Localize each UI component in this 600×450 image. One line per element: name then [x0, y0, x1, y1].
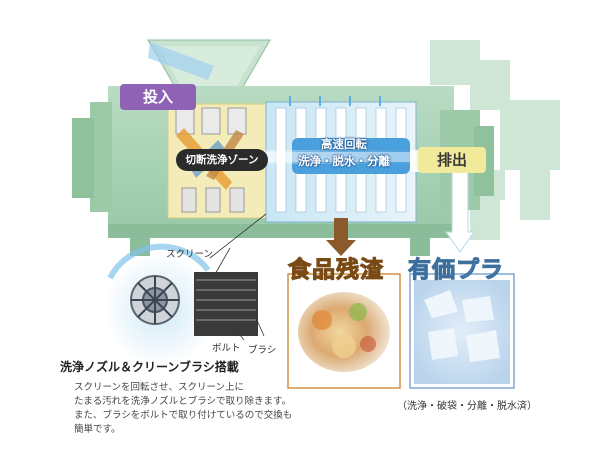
food-residue-title: 食品残渣 — [288, 257, 384, 284]
screen-label: スクリーン — [166, 249, 214, 260]
high-speed-label-line1: 高速回転 — [321, 137, 367, 151]
feature-description-line: たまる汚れを洗浄ノズルとブラシで取り除きます。 — [74, 396, 292, 407]
output-label: 排出 — [418, 147, 486, 173]
bolt-label: ボルト — [212, 343, 241, 354]
input-label: 投入 — [120, 84, 196, 110]
feature-description-line: 簡単です。 — [74, 424, 121, 435]
screen-detail-group — [104, 213, 267, 366]
brush-label: ブラシ — [248, 345, 277, 356]
feature-description-line: また、ブラシをボルトで取り付けているので交換も — [74, 410, 293, 421]
plastic-box — [409, 273, 515, 389]
hopper — [147, 39, 271, 93]
high-speed-label-line2: 洗浄・脱水・分離 — [298, 154, 390, 168]
residue-arrow — [326, 218, 356, 256]
feature-description-line: スクリーンを回転させ、スクリーン上に — [74, 382, 245, 393]
feature-description: スクリーンを回転させ、スクリーン上に たまる汚れを洗浄ノズルとブラシで取り除きま… — [74, 381, 334, 437]
feature-title: 洗浄ノズル＆クリーンブラシ搭載 — [60, 360, 239, 374]
plastic-note: （洗浄・破袋・分離・脱水済） — [397, 401, 537, 412]
high-speed-label: 高速回転 洗浄・脱水・分離 — [284, 136, 404, 170]
cut-wash-zone-label: 切断洗浄ゾーン — [176, 149, 268, 171]
plastic-title: 有価プラ — [408, 257, 504, 284]
food-residue-box — [287, 273, 401, 389]
